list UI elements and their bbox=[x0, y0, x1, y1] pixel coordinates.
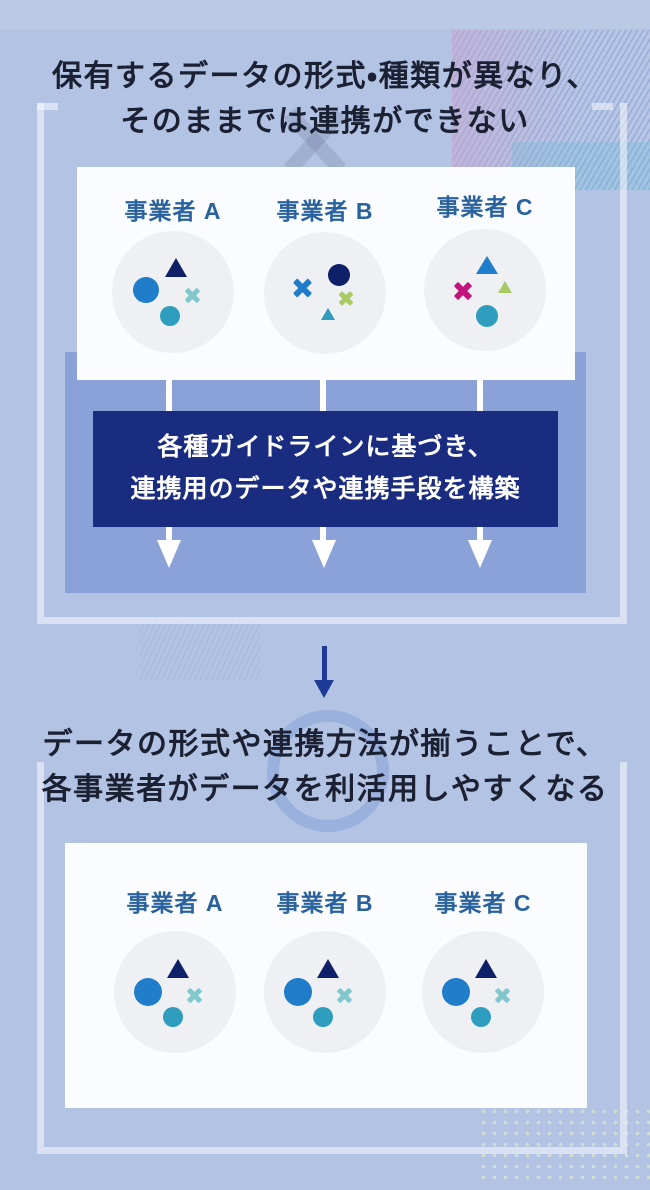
circle-shape-icon bbox=[476, 305, 498, 327]
frame-corner-stub bbox=[37, 103, 58, 110]
provider-label-c: 事業者 C bbox=[436, 194, 534, 220]
circle-shape-icon bbox=[313, 1007, 333, 1027]
flow-down-arrow-icon bbox=[322, 646, 327, 682]
provider-data-circle bbox=[424, 229, 546, 351]
provider-data-circle bbox=[264, 232, 386, 354]
hatch-decoration bbox=[140, 618, 260, 680]
after-title-line2: 各事業者がデータを利活用しやすくなる bbox=[41, 773, 609, 806]
connector-arrowhead-icon bbox=[468, 540, 492, 568]
flow-down-arrowhead-icon bbox=[314, 680, 334, 698]
connector-arrowhead-icon bbox=[157, 540, 181, 568]
triangle-shape-icon bbox=[320, 308, 335, 320]
provider-data-circle bbox=[114, 931, 236, 1053]
after-title-line1: データの形式や連携方法が揃うことで、 bbox=[42, 728, 608, 761]
provider-label-a: 事業者 A bbox=[126, 890, 224, 916]
before-title-line1: 保有するデータの形式・種類が異なり、 bbox=[52, 60, 598, 93]
circle-shape-icon bbox=[471, 1007, 491, 1027]
provider-label-c: 事業者 C bbox=[434, 890, 532, 916]
guideline-text-line1: 各種ガイドラインに基づき、 bbox=[157, 434, 494, 461]
connector-arrowhead-icon bbox=[312, 540, 336, 568]
purple-tint-decoration bbox=[452, 30, 582, 190]
before-title-line2: そのままでは連携ができない bbox=[120, 105, 530, 138]
top-strip-decoration bbox=[0, 0, 650, 29]
provider-data-circle bbox=[112, 231, 234, 353]
circle-shape-icon bbox=[442, 978, 470, 1006]
circle-shape-icon bbox=[134, 978, 162, 1006]
circle-shape-icon bbox=[133, 277, 159, 303]
before-title: 保有するデータの形式・種類が異なり、 そのままでは連携ができない bbox=[0, 54, 650, 144]
guideline-text-line2: 連携用のデータや連携手段を構築 bbox=[130, 476, 521, 503]
triangle-shape-icon bbox=[475, 958, 497, 978]
circle-shape-icon bbox=[284, 978, 312, 1006]
triangle-shape-icon bbox=[165, 257, 187, 277]
frame-corner-stub bbox=[592, 103, 613, 110]
diagonal-stripes-decoration bbox=[452, 30, 650, 190]
provider-data-circle bbox=[422, 931, 544, 1053]
after-section-frame bbox=[37, 762, 627, 1154]
provider-data-circle bbox=[264, 931, 386, 1053]
before-section-frame bbox=[37, 103, 627, 624]
circle-shape-icon bbox=[160, 306, 180, 326]
provider-label-b: 事業者 B bbox=[276, 198, 374, 224]
provider-label-a: 事業者 A bbox=[124, 198, 222, 224]
circle-shape-icon bbox=[163, 1007, 183, 1027]
guideline-box: 各種ガイドラインに基づき、 連携用のデータや連携手段を構築 bbox=[93, 411, 558, 527]
triangle-shape-icon bbox=[498, 281, 512, 293]
circle-shape-icon bbox=[328, 264, 350, 286]
triangle-shape-icon bbox=[167, 958, 189, 978]
triangle-shape-icon bbox=[317, 958, 339, 978]
after-title: データの形式や連携方法が揃うことで、 各事業者がデータを利活用しやすくなる bbox=[0, 722, 650, 812]
provider-label-b: 事業者 B bbox=[276, 890, 374, 916]
triangle-shape-icon bbox=[476, 256, 498, 274]
